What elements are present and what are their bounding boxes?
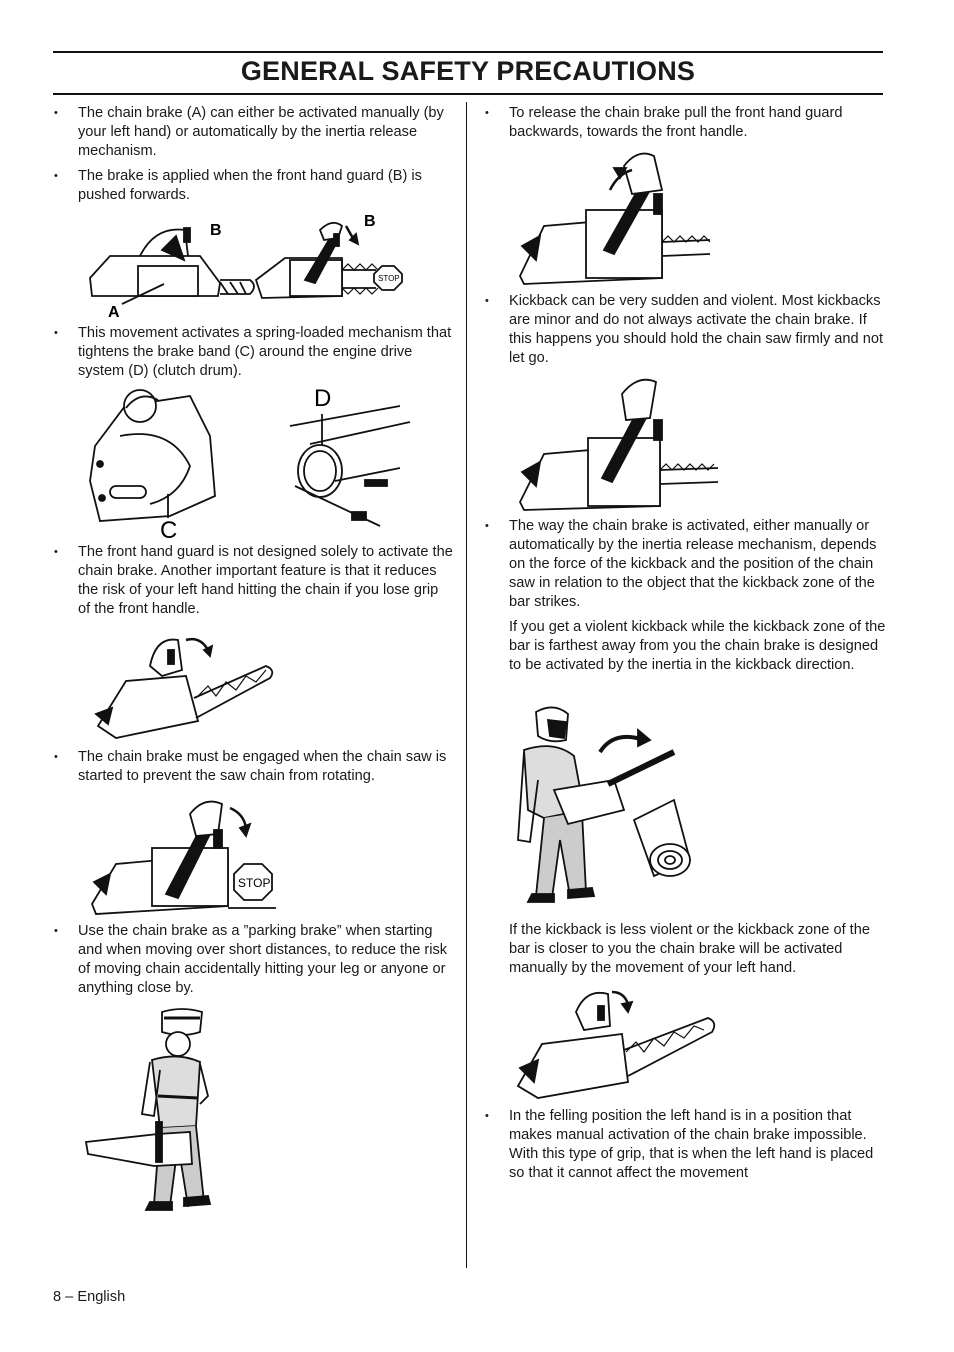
bullet-dot-icon: •	[485, 1110, 489, 1122]
bullet-felling-position: • In the felling position the left hand …	[485, 1107, 887, 1183]
manual-activation-illustration	[516, 990, 716, 1099]
hold-saw-firmly-illustration	[518, 378, 719, 511]
hand-guard-push-illustration	[94, 637, 274, 739]
stop-sign-label-small: STOP	[378, 274, 400, 283]
bullet-dot-icon: •	[485, 107, 489, 119]
person-carrying-chainsaw-illustration	[84, 1008, 212, 1211]
bullet-dot-icon: •	[54, 170, 58, 182]
title-underline-rule	[53, 93, 883, 95]
bullet-dot-icon: •	[54, 327, 58, 339]
release-brake-illustration	[518, 152, 711, 285]
bullet-text: This movement activates a spring-loaded …	[78, 325, 452, 379]
bullet-kickback-sudden: • Kickback can be very sudden and violen…	[485, 292, 887, 368]
bullet-brake-activation: • The chain brake (A) can either be acti…	[54, 104, 454, 161]
bullet-text: Use the chain brake as a ”parking brake”…	[78, 923, 448, 996]
bullet-text: The front hand guard is not designed sol…	[78, 544, 453, 617]
label-c: C	[160, 517, 177, 542]
brake-engaged-stop-illustration: STOP	[90, 800, 276, 915]
chain-brake-ab-illustration: B A B STOP	[89, 213, 403, 320]
page-title: GENERAL SAFETY PRECAUTIONS	[240, 56, 696, 86]
bullet-spring-mechanism: • This movement activates a spring-loade…	[54, 324, 454, 381]
kickback-log-illustration	[517, 706, 692, 903]
bullet-text: The chain brake must be engaged when the…	[78, 749, 447, 784]
paragraph-less-violent-kickback: If the kickback is less violent or the k…	[509, 922, 870, 976]
bullet-dot-icon: •	[54, 546, 58, 558]
bullet-engage-on-start: • The chain brake must be engaged when t…	[54, 748, 454, 786]
bullet-hand-guard-purpose: • The front hand guard is not designed s…	[54, 543, 454, 619]
label-a: A	[108, 304, 120, 320]
bullet-dot-icon: •	[54, 925, 58, 937]
bullet-dot-icon: •	[485, 520, 489, 532]
bullet-parking-brake: • Use the chain brake as a ”parking brak…	[54, 922, 454, 998]
label-d: D	[314, 386, 331, 412]
bullet-release-brake: • To release the chain brake pull the fr…	[485, 104, 887, 142]
brake-band-clutch-drum-illustration: C D	[89, 386, 411, 542]
label-b-left: B	[210, 222, 222, 239]
bullet-text: Kickback can be very sudden and violent.…	[509, 293, 883, 366]
bullet-dot-icon: •	[485, 295, 489, 307]
page-footer: 8 – English	[53, 1289, 126, 1305]
top-rule	[53, 51, 883, 53]
bullet-text: To release the chain brake pull the fron…	[509, 105, 843, 140]
label-b-right: B	[364, 213, 376, 230]
bullet-brake-activation-force: • The way the chain brake is activated, …	[485, 517, 887, 612]
bullet-dot-icon: •	[54, 751, 58, 763]
stop-sign-label-large: STOP	[238, 876, 270, 890]
bullet-text: The brake is applied when the front hand…	[78, 168, 422, 203]
column-divider	[466, 102, 467, 1268]
bullet-dot-icon: •	[54, 107, 58, 119]
bullet-text: The way the chain brake is activated, ei…	[509, 518, 877, 610]
paragraph-violent-kickback: If you get a violent kickback while the …	[509, 619, 886, 673]
bullet-text: In the felling position the left hand is…	[509, 1108, 874, 1181]
bullet-hand-guard-pushed: • The brake is applied when the front ha…	[54, 167, 454, 205]
bullet-text: The chain brake (A) can either be activa…	[78, 105, 444, 159]
